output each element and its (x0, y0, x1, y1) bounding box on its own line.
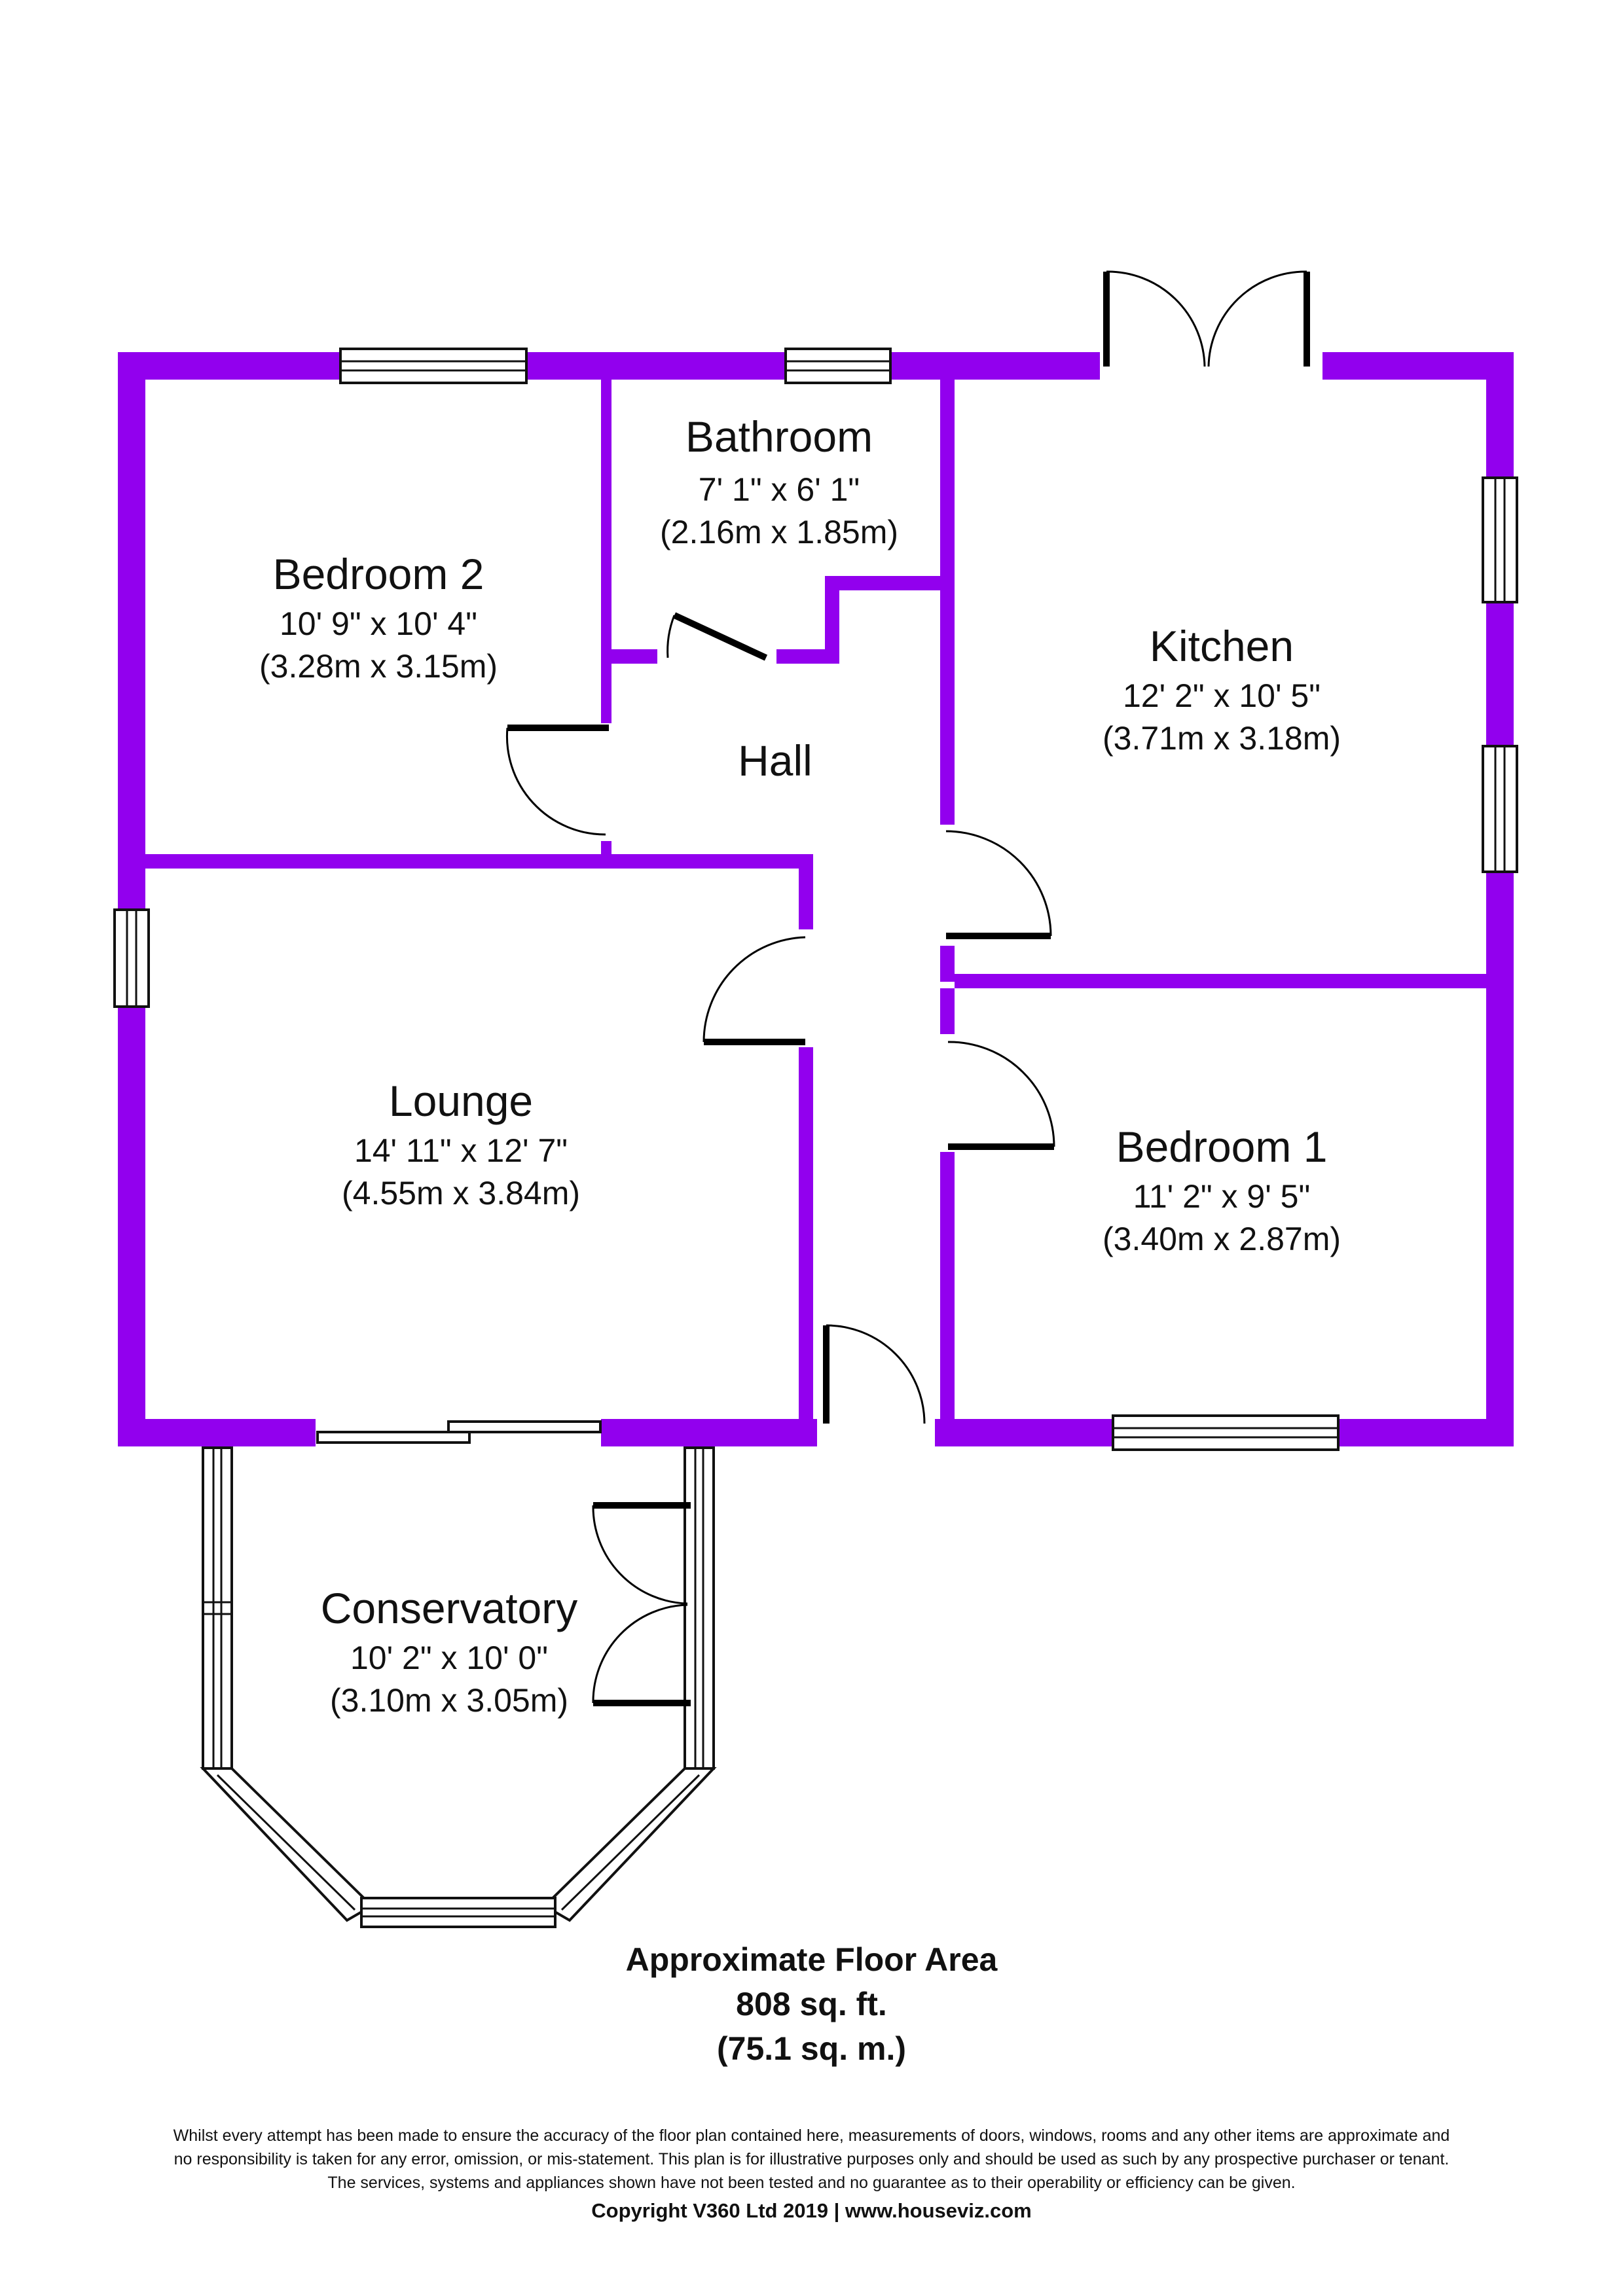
kitchen-name: Kitchen (1150, 622, 1294, 670)
floor-area-sqm: (75.1 sq. m.) (717, 2030, 906, 2067)
floor-area-summary: Approximate Floor Area 808 sq. ft. (75.1… (0, 1937, 1623, 2071)
kitchen-imperial: 12' 2" x 10' 5" (1123, 677, 1321, 714)
lounge-imperial: 14' 11" x 12' 7" (354, 1132, 568, 1169)
bedroom2-metric: (3.28m x 3.15m) (259, 648, 498, 685)
lounge-metric: (4.55m x 3.84m) (342, 1175, 580, 1211)
conservatory-name: Conservatory (321, 1584, 578, 1632)
conservatory-metric: (3.10m x 3.05m) (330, 1682, 568, 1719)
conservatory-imperial: 10' 2" x 10' 0" (350, 1640, 548, 1676)
disclaimer: Whilst every attempt has been made to en… (39, 2124, 1584, 2195)
bathroom-name: Bathroom (685, 412, 873, 461)
bedroom1-metric: (3.40m x 2.87m) (1103, 1221, 1341, 1257)
copyright: Copyright V360 Ltd 2019 | www.houseviz.c… (591, 2199, 1032, 2222)
disclaimer-line-2: no responsibility is taken for any error… (173, 2150, 1450, 2168)
conservatory-frame (200, 1446, 717, 1928)
bathroom-imperial: 7' 1" x 6' 1" (699, 471, 860, 508)
lounge-name: Lounge (389, 1077, 533, 1125)
hall-name: Hall (738, 736, 812, 785)
bedroom2-imperial: 10' 9" x 10' 4" (280, 605, 477, 642)
disclaimer-line-1: Whilst every attempt has been made to en… (173, 2126, 1450, 2145)
room-labels: Bathroom 7' 1" x 6' 1" (2.16m x 1.85m) B… (259, 412, 1341, 1719)
disclaimer-line-3: The services, systems and appliances sho… (327, 2174, 1296, 2192)
bedroom2-name: Bedroom 2 (273, 550, 484, 598)
kitchen-metric: (3.71m x 3.18m) (1103, 720, 1341, 757)
doors (505, 270, 1310, 1706)
bedroom1-name: Bedroom 1 (1116, 1122, 1328, 1171)
floor-area-title: Approximate Floor Area (625, 1941, 998, 1978)
windows (113, 348, 1518, 1451)
bathroom-metric: (2.16m x 1.85m) (660, 514, 898, 550)
bedroom1-imperial: 11' 2" x 9' 5" (1133, 1178, 1310, 1215)
floor-area-sqft: 808 sq. ft. (736, 1986, 887, 2022)
